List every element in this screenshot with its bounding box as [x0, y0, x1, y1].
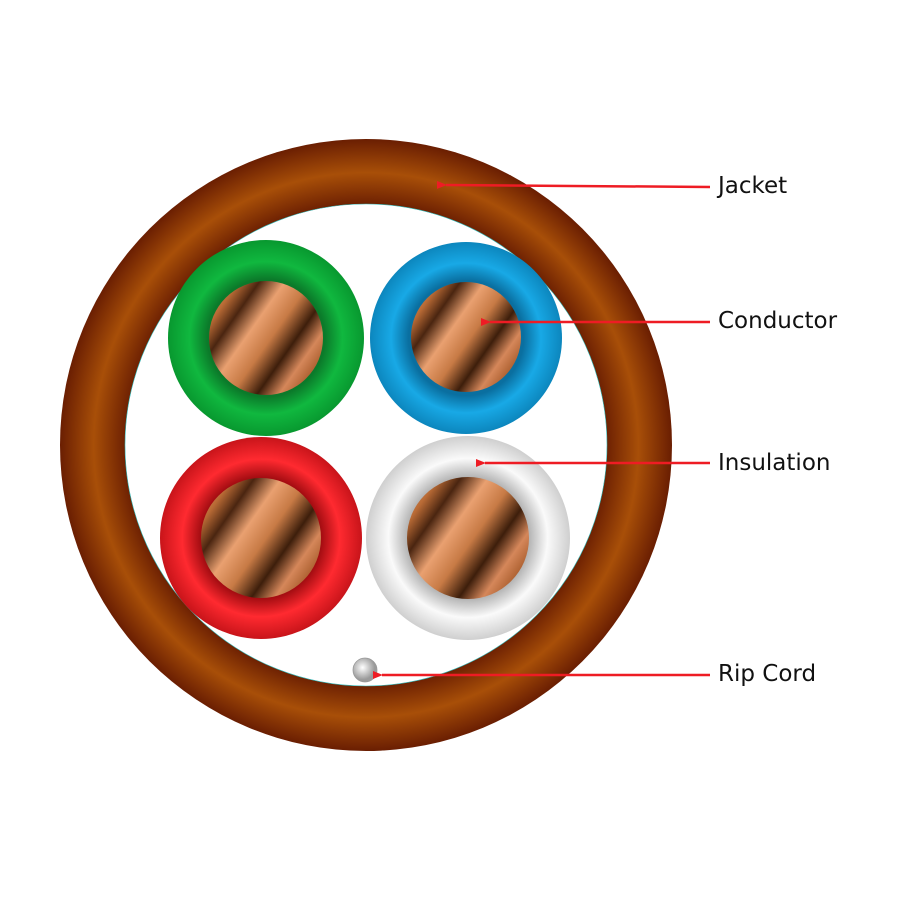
wire-red [160, 437, 362, 639]
conductor-red [201, 478, 321, 598]
rip-cord [352, 657, 378, 683]
wire-blue [370, 242, 562, 434]
conductor-blue [411, 282, 521, 392]
conductor-green [209, 281, 323, 395]
label-conductor: Conductor [718, 308, 838, 334]
wire-white [366, 436, 570, 640]
conductor-white [407, 477, 529, 599]
label-insulation: Insulation [718, 450, 831, 476]
label-jacket: Jacket [718, 173, 788, 199]
wire-green [168, 240, 364, 436]
label-rip-cord: Rip Cord [718, 661, 817, 687]
jacket-arrow [436, 180, 711, 189]
